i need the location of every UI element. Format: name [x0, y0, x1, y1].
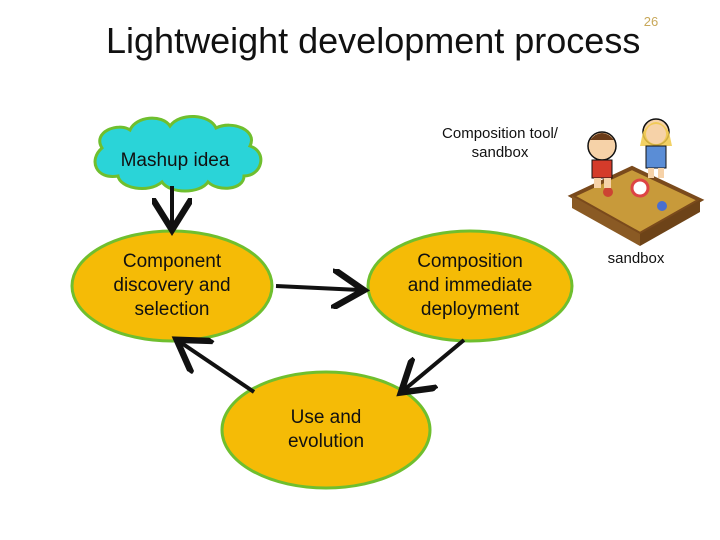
discovery-line-3: selection — [134, 299, 210, 320]
arrow-use-to-discovery — [180, 342, 256, 394]
sandbox-illustration — [567, 118, 705, 246]
use-evolution-label: Use and evolution — [236, 406, 416, 454]
discovery-line-1: Component — [122, 251, 222, 272]
tool-label-line-2: sandbox — [471, 144, 529, 161]
composition-line-3: deployment — [420, 299, 520, 320]
arrow-discovery-to-composition — [275, 286, 360, 290]
use-line-1: Use and — [290, 407, 362, 428]
composition-line-1: Composition — [417, 251, 523, 272]
tool-label-line-1: Composition tool/ — [442, 125, 558, 142]
mashup-idea-label: Mashup idea — [120, 150, 230, 171]
arrow-composition-to-use — [404, 338, 466, 390]
slide-title: Lightweight development process — [106, 20, 641, 61]
sandbox-caption: sandbox — [607, 250, 665, 267]
slide-number: 26 — [643, 14, 659, 29]
use-evolution-node — [220, 370, 432, 490]
composition-deployment-label: Composition and immediate deployment — [378, 250, 562, 322]
composition-tool-label: Composition tool/ sandbox — [420, 124, 580, 162]
use-line-2: evolution — [287, 431, 365, 452]
discovery-line-2: discovery and — [113, 275, 231, 296]
composition-line-2: and immediate — [407, 275, 533, 296]
component-discovery-label: Component discovery and selection — [80, 250, 264, 322]
mashup-idea-cloud — [93, 115, 263, 193]
